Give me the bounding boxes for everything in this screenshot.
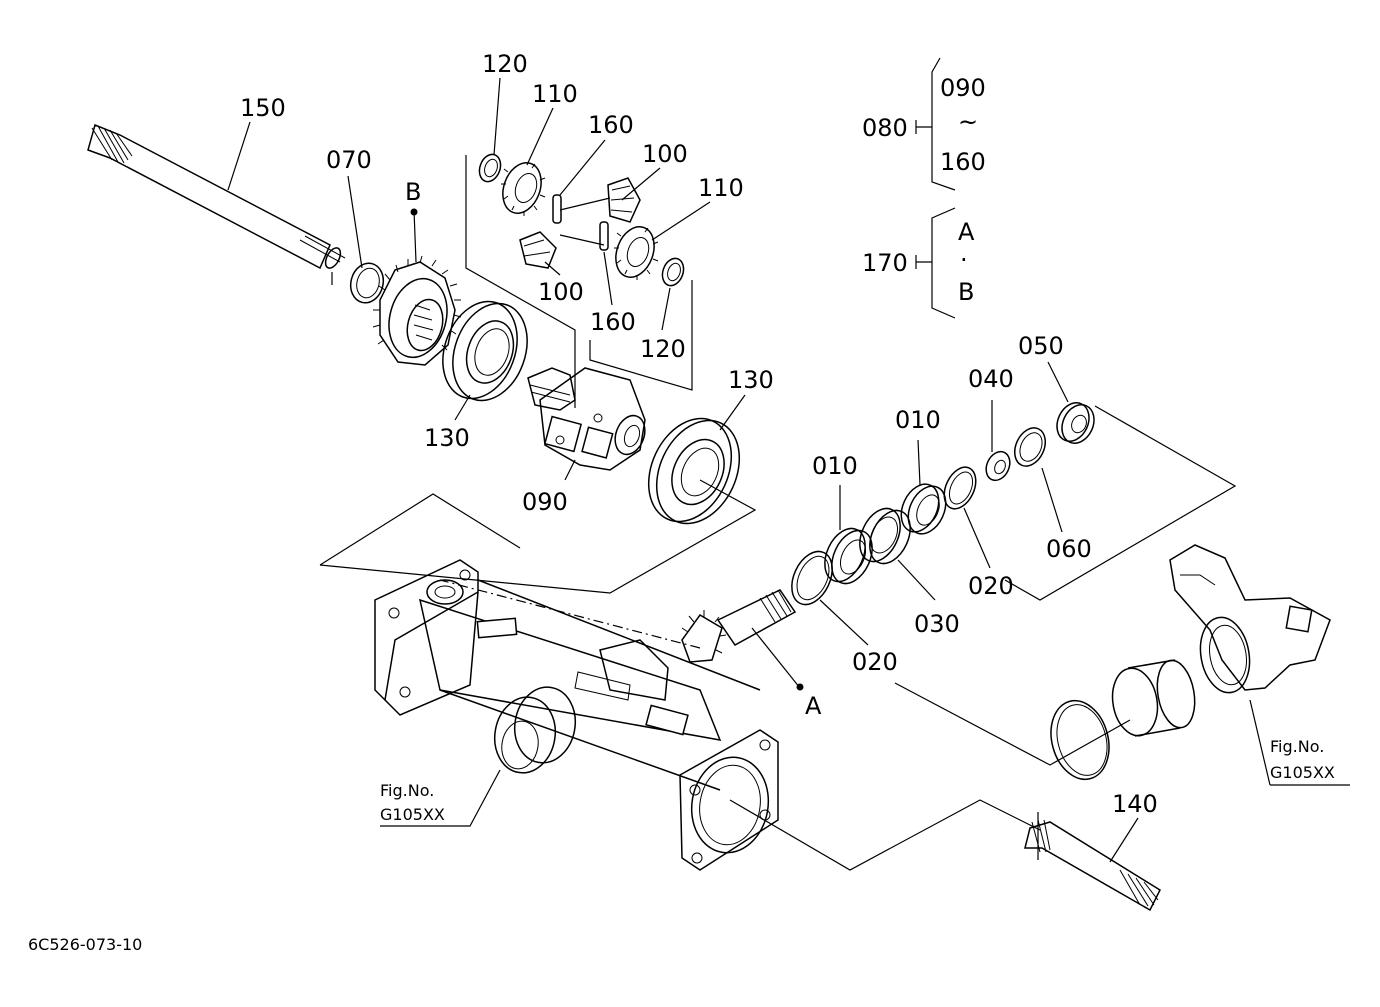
bearing-010-right	[900, 483, 947, 535]
legend-080-tilde: ~	[958, 108, 978, 136]
label-150: 150	[240, 94, 286, 122]
washer-120-bottom	[661, 257, 685, 287]
label-040: 040	[968, 365, 1014, 393]
shim-020-right	[943, 466, 977, 510]
legend-080-code: 080	[862, 114, 908, 142]
differential-case-090	[527, 367, 646, 471]
leader-lines	[227, 77, 1350, 863]
label-090: 090	[522, 488, 568, 516]
fig-ref-left-code: G105XX	[380, 805, 445, 824]
nut-040	[985, 450, 1011, 482]
pinion-gear-100-bottom	[519, 231, 557, 269]
label-010-right: 010	[895, 406, 941, 434]
legend-080-to: 160	[940, 148, 986, 176]
legend-bracket-170	[915, 207, 956, 319]
label-A: A	[805, 692, 822, 720]
label-140: 140	[1112, 790, 1158, 818]
side-gear-110-top	[501, 162, 546, 216]
pin-160-bottom	[599, 221, 609, 251]
label-020-left: 020	[852, 648, 898, 676]
output-frame	[729, 799, 1041, 871]
pin-160-top	[552, 194, 562, 224]
axle-shaft-150	[87, 123, 346, 285]
label-030: 030	[914, 610, 960, 638]
label-110-right: 110	[698, 174, 744, 202]
axle-housing	[374, 559, 779, 871]
legend-170-a: A	[958, 218, 975, 246]
snap-ring-070	[349, 262, 385, 304]
legend-170-b: B	[958, 278, 974, 306]
bearing-130-left	[442, 300, 528, 402]
label-130-right: 130	[728, 366, 774, 394]
fig-ref-right-code: G105XX	[1270, 763, 1335, 782]
pinion-gear-100-top	[607, 177, 641, 223]
label-060: 060	[1046, 535, 1092, 563]
fig-ref-left-label: Fig.No.	[380, 781, 434, 800]
label-100-bottom: 100	[538, 278, 584, 306]
bearing-010-left	[824, 527, 873, 585]
legend-080-from: 090	[940, 74, 986, 102]
legend-170-code: 170	[862, 249, 908, 277]
label-010-left: 010	[812, 452, 858, 480]
washer-120-top	[478, 153, 502, 183]
bushing-sleeve	[1111, 659, 1196, 737]
label-160-bottom: 160	[590, 308, 636, 336]
fig-ref-right-label: Fig.No.	[1270, 737, 1324, 756]
label-160-top: 160	[588, 111, 634, 139]
label-120-top: 120	[482, 50, 528, 78]
bearing-130-right	[647, 417, 741, 525]
label-120-bottom: 120	[640, 335, 686, 363]
ring-gear-B	[372, 255, 462, 366]
drawing-number: 6C526-073-10	[28, 935, 142, 954]
pinion-shaft-A	[681, 589, 797, 663]
o-ring	[1050, 699, 1110, 781]
legend-170-dot: ·	[960, 246, 968, 274]
output-shaft-140	[1024, 812, 1161, 912]
label-110-top: 110	[532, 80, 578, 108]
label-100-top: 100	[642, 140, 688, 168]
snap-ring-060	[1014, 427, 1046, 467]
seal-050	[1056, 402, 1095, 444]
label-070: 070	[326, 146, 372, 174]
legend-bracket-080	[915, 57, 956, 191]
seal-frame	[894, 405, 1237, 766]
label-050: 050	[1018, 332, 1064, 360]
differential-frame	[319, 155, 757, 594]
right-housing	[1169, 544, 1331, 694]
label-130-left: 130	[424, 424, 470, 452]
label-020-right: 020	[968, 572, 1014, 600]
shim-020-left	[791, 550, 833, 606]
side-gear-110-right	[614, 226, 659, 280]
label-B: B	[405, 178, 421, 206]
